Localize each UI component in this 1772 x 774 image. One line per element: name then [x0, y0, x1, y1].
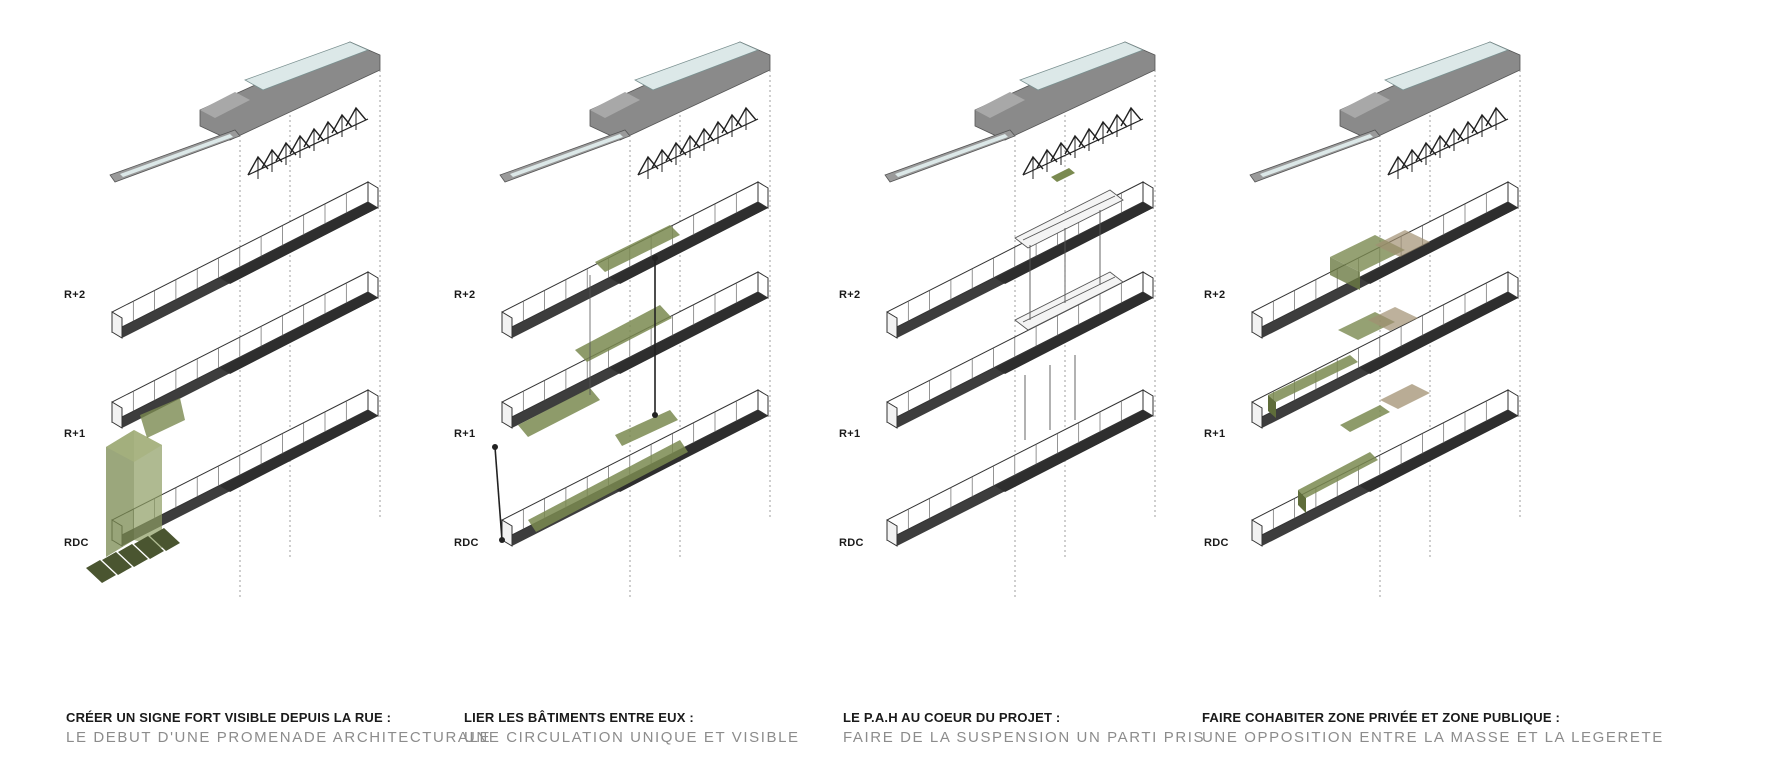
caption-title: LIER LES BÂTIMENTS ENTRE EUX : [464, 710, 694, 725]
circulation-path [492, 225, 688, 543]
panel-zones: R+2 R+1 RDC FAIRE COHABITER ZONE PRIVÉE … [1190, 0, 1662, 774]
floor-rdc [1251, 389, 1519, 547]
floor-r1 [886, 271, 1154, 429]
level-label-r1: R+1 [1204, 428, 1226, 440]
caption: FAIRE COHABITER ZONE PRIVÉE ET ZONE PUBL… [1202, 710, 1664, 746]
caption-subtitle: LE DEBUT D'UNE PROMENADE ARCHITECTURALE [66, 729, 492, 746]
panel-circulation: R+2 R+1 RDC LIER LES BÂTIMENTS ENTRE EUX… [440, 0, 860, 774]
caption-subtitle: FAIRE DE LA SUSPENSION UN PARTI PRIS [843, 729, 1206, 746]
roof [199, 41, 381, 141]
caption: LE P.A.H AU COEUR DU PROJET : FAIRE DE L… [843, 710, 1205, 746]
floor-r1 [111, 271, 379, 429]
level-label-r2: R+2 [839, 289, 861, 301]
caption-subtitle: UNE OPPOSITION ENTRE LA MASSE ET LA LEGE… [1202, 729, 1664, 746]
roof [974, 41, 1156, 141]
axonometric-diagram [884, 41, 1156, 600]
caption-title: LE P.A.H AU COEUR DU PROJET : [843, 710, 1061, 725]
floor-r1 [501, 271, 769, 429]
entrance-signal-volume [86, 398, 185, 583]
level-label-rdc: RDC [64, 537, 89, 549]
caption-subtitle: UNE CIRCULATION UNIQUE ET VISIBLE [464, 729, 800, 746]
level-label-r2: R+2 [64, 289, 86, 301]
roof [589, 41, 771, 141]
level-label-r1: R+1 [454, 428, 476, 440]
axonometric-diagram [86, 41, 381, 600]
level-label-r1: R+1 [839, 428, 861, 440]
level-label-rdc: RDC [839, 537, 864, 549]
caption: LIER LES BÂTIMENTS ENTRE EUX : UNE CIRCU… [464, 710, 800, 746]
roof-trusses [247, 106, 369, 179]
level-label-r1: R+1 [64, 428, 86, 440]
panel-pah: R+2 R+1 RDC LE P.A.H AU COEUR DU PROJET … [825, 0, 1245, 774]
floor-r1 [1251, 271, 1519, 429]
floor-r2 [111, 181, 379, 339]
axonometric-diagram [492, 41, 771, 600]
roof-trusses [1022, 106, 1144, 179]
private-mass-volumes [1268, 230, 1430, 513]
level-label-r2: R+2 [454, 289, 476, 301]
caption-title: CRÉER UN SIGNE FORT VISIBLE DEPUIS LA RU… [66, 710, 392, 725]
level-label-r2: R+2 [1204, 289, 1226, 301]
roof [1339, 41, 1521, 141]
level-label-rdc: RDC [1204, 537, 1229, 549]
skylight [244, 41, 370, 91]
caption: CRÉER UN SIGNE FORT VISIBLE DEPUIS LA RU… [66, 710, 491, 746]
axonometric-diagram [1249, 41, 1521, 600]
suspended-structure [1014, 168, 1124, 440]
caption-title: FAIRE COHABITER ZONE PRIVÉE ET ZONE PUBL… [1202, 710, 1561, 725]
level-label-rdc: RDC [454, 537, 479, 549]
floor-rdc [111, 389, 379, 547]
roof-trusses [1387, 106, 1509, 179]
skylight [634, 41, 760, 91]
panel-signe: R+2 R+1 RDC CRÉER UN SIGNE FORT VISIBLE … [50, 0, 489, 774]
roof-trusses [637, 106, 759, 179]
chevron-arrows-icon [86, 528, 180, 583]
floor-rdc [886, 389, 1154, 547]
skylight [1384, 41, 1510, 91]
skylight [1019, 41, 1145, 91]
